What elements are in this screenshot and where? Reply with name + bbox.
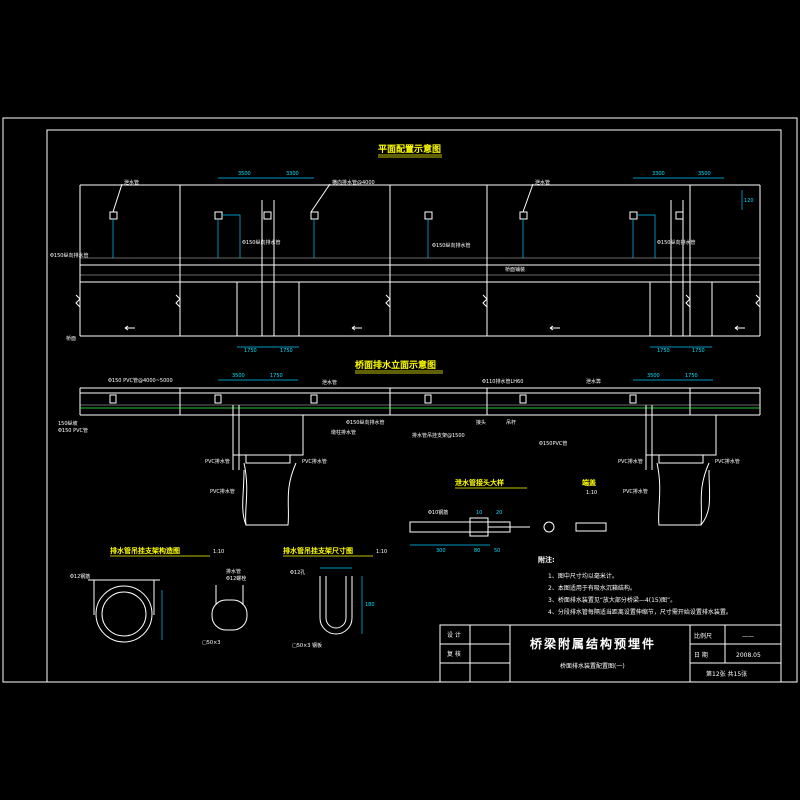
plan-title: 平面配置示意图 (378, 143, 441, 155)
outer-frame (2, 117, 798, 683)
elev-label-h: Φ150PVC管 (539, 440, 567, 447)
plan-view: 平面配置示意图 (50, 143, 761, 354)
note-2: 2、本图适用于有吸水沉箱结构。 (548, 584, 636, 592)
flow-arrows (124, 325, 745, 331)
title-block: 设 计 复 核 桥梁附属结构预埋件 桥面排水装置配置图(一) 比例尺 —— 日 … (439, 624, 782, 683)
note-4: 4、分段排水管每隔适当距离设置伸缩节，尺寸需开始设置排水装置。 (548, 608, 732, 616)
plan-dim-bottom-4: 1750 (692, 348, 705, 354)
end-cap-scale: 1:10 (586, 490, 597, 496)
tb-date-value: 2008.05 (736, 652, 761, 659)
plan-dim-bottom-2: 1750 (280, 348, 293, 354)
plan-pipe-mid: Φ150纵向排水管 (432, 242, 470, 249)
plan-inlets (109, 211, 684, 220)
hanger-dims-scale: 1:10 (376, 549, 387, 555)
note-3: 3、桥面排水装置见“放大部分桥梁—4(15)图”。 (548, 596, 676, 604)
plan-dim-right-2: 3500 (698, 171, 711, 177)
tb-sub-title: 桥面排水装置配置图(一) (560, 662, 625, 670)
joint-len2: 80 (474, 548, 480, 554)
joint-detail: 泄水管接头大样 Φ10钢筋 10 20 50 300 80 端盖 1:10 (409, 478, 607, 554)
elev-label-c: Φ150纵向排水管 (346, 419, 384, 426)
hanger-dims: 排水管吊挂支架尺寸图 1:10 Φ12孔 □50×3 钢板 180 (283, 546, 387, 649)
joint-pipe: Φ10钢筋 (428, 509, 448, 516)
hanger-a: Φ12钢筋 (70, 573, 90, 580)
joint-len: 300 (436, 548, 446, 554)
elev-label-e: 接头 (476, 419, 486, 426)
dims-a: Φ12孔 (290, 569, 305, 576)
tb-scale-label: 比例尺 (694, 632, 712, 640)
hanger-pipe: □50×3 (202, 640, 220, 646)
tb-review-label: 复 核 (447, 650, 461, 658)
plan-laterals (112, 214, 656, 258)
elev-label-f: 排水管吊挂支架@1500 (412, 432, 465, 439)
plan-inlet-2: 横向排水管@4000 (332, 179, 375, 186)
plan-left-note: 桥面 (66, 335, 76, 342)
tb-date-label: 日 期 (694, 651, 708, 659)
plan-pipe-left: Φ150纵向排水管 (242, 239, 280, 246)
elevation-title: 桥面排水立面示意图 (355, 359, 436, 371)
plan-inlet-3: 泄水管 (535, 179, 550, 186)
span-breaks (75, 185, 761, 336)
plan-inlet-1: 泄水管 (124, 179, 139, 186)
note-1: 1、图中尺寸均以毫米计。 (548, 572, 618, 580)
elev-pipe-label: Φ110排水管LH60 (482, 378, 523, 385)
tb-scale-value: —— (742, 633, 754, 640)
elev-label-g: 吊杆 (506, 419, 516, 426)
pier-left (243, 462, 297, 526)
elev-inlets (109, 394, 637, 404)
dims-b: □50×3 钢板 (292, 642, 322, 649)
elev-pvc-l2: PVC排水管 (302, 458, 327, 465)
tb-main-title: 桥梁附属结构预埋件 (530, 636, 656, 651)
elev-pier-r: PVC排水管 (623, 488, 648, 495)
notes: 附注: 1、图中尺寸均以毫米计。 2、本图适用于有吸水沉箱结构。 3、桥面排水装… (538, 555, 732, 616)
inner-frame (46, 129, 782, 683)
tb-design-label: 设 计 (447, 631, 461, 639)
elev-pvc-l1: PVC排水管 (205, 458, 230, 465)
plan-pipe-1: Φ150纵向排水管 (50, 252, 88, 259)
elev-dim-right-1: 3500 (647, 373, 660, 379)
notes-heading: 附注: (538, 555, 555, 564)
plan-dim-right-1: 3300 (652, 171, 665, 177)
plan-dim-bottom-3: 1750 (657, 348, 670, 354)
pier-right (656, 462, 710, 526)
elev-side-b: Φ150 PVC管 (58, 427, 88, 434)
end-cap-title: 端盖 (582, 478, 596, 487)
joint-d2: 20 (496, 510, 502, 516)
tb-sheet: 第12张 共15张 (706, 670, 747, 678)
elev-dim-left-2: 1750 (270, 373, 283, 379)
plan-dim-bottom-1: 1750 (244, 348, 257, 354)
elev-dim-left-1: 3500 (232, 373, 245, 379)
plan-grid-note: 桥面铺装 (505, 266, 525, 273)
plan-dim-left-1: 3500 (238, 171, 251, 177)
joint-d1: 10 (476, 510, 482, 516)
elev-breaks (179, 388, 691, 415)
elev-grate-label: 泄水箅 (586, 378, 601, 385)
elev-dim-right-2: 1750 (685, 373, 698, 379)
joint-d3: 50 (494, 548, 500, 554)
elev-pvc-top: Φ150 PVC管@4000~5000 (108, 377, 173, 384)
plan-pipe-right: Φ150纵向排水管 (657, 239, 695, 246)
elev-label-d: 墩柱排水管 (331, 429, 356, 436)
elev-drain-label: 泄水管 (322, 379, 337, 386)
hanger-title: 排水管吊挂支架构造图 (110, 546, 180, 555)
elev-pvc-r1: PVC排水管 (618, 458, 643, 465)
plan-dim-left-2: 3300 (286, 171, 299, 177)
hanger-scale: 1:10 (213, 549, 224, 555)
joint-title: 泄水管接头大样 (455, 478, 504, 487)
elevation-view: 桥面排水立面示意图 (58, 359, 761, 526)
hanger-dims-title: 排水管吊挂支架尺寸图 (283, 546, 353, 555)
dims-v: 180 (365, 602, 375, 608)
hanger-c: Φ12螺栓 (226, 575, 246, 582)
elev-pvc-r2: PVC排水管 (715, 458, 740, 465)
hanger-detail: 排水管吊挂支架构造图 1:10 Φ12钢筋 排水管 Φ12螺栓 □50×3 (70, 546, 248, 646)
hanger-b: 排水管 (226, 568, 241, 575)
elev-side-a: 150纵坡 (58, 420, 78, 427)
plan-dim-side: 120 (744, 198, 754, 204)
elev-pier-l: PVC排水管 (210, 488, 235, 495)
